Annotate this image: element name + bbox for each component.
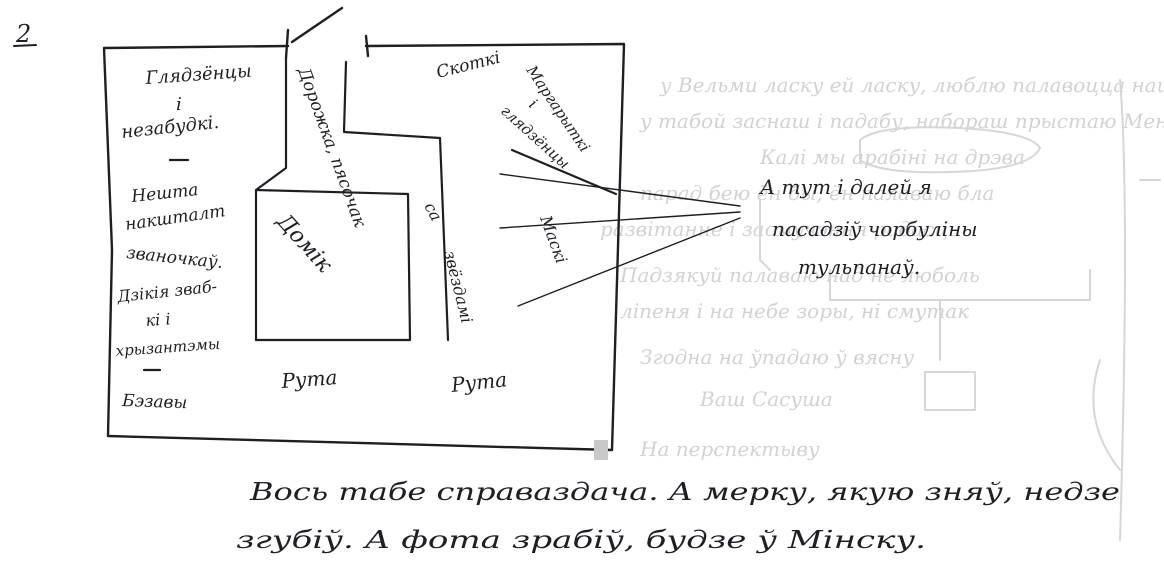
path-to-gate <box>290 6 344 44</box>
path-wall-right <box>342 60 450 342</box>
path-wall-left <box>254 56 288 342</box>
plan-top-left-line-1: Глядзёнцы <box>144 61 252 89</box>
plan-bottom-left-line-3: хрызантэмы <box>115 335 221 360</box>
bleed-through-sketch <box>759 79 1161 541</box>
svg-text:ліпеня і на небе зоры, ні смут: ліпеня і на небе зоры, ні смутак <box>620 299 969 323</box>
plan-top-left-line-3: незабудкі. <box>120 112 220 143</box>
svg-text:развітанне і засмучэння радасц: развітанне і засмучэння радасць <box>600 217 959 241</box>
ink-smudge <box>594 440 608 460</box>
label-top-left-bed: Глядзёнцы і незабудкі. <box>120 61 252 143</box>
page-number-text: 2 <box>15 20 31 48</box>
plan-path-label: Дорожка, пясочак <box>293 64 370 231</box>
plan-rue-2: Рута <box>449 367 508 397</box>
label-mid-left-bed: Нешта накшталт званочкаў. <box>124 180 227 273</box>
label-bottom-left-bed: Дзікія зваб- кі і хрызантэмы <box>115 277 221 360</box>
svg-text:Згодна на ўпадаю ў вясну: Згодна на ўпадаю ў вясну <box>640 345 914 369</box>
svg-text:у табой заснаш і падабу, набор: у табой заснаш і падабу, набораш прыстаю… <box>639 109 1164 133</box>
gate-post-left <box>284 28 290 60</box>
side-note: А тут і далей я пасадзіў чорбуліны тульп… <box>758 175 978 279</box>
house-outline <box>254 188 412 342</box>
plot-outline <box>102 42 626 452</box>
plan-right-border-label: Маскі <box>536 212 571 266</box>
svg-text:Калі мы арабіні на дрэва: Калі мы арабіні на дрэва <box>759 145 1025 169</box>
leader-line-1 <box>499 173 741 207</box>
letter-line-1: Вось табе справаздача. А мерку, якую зня… <box>249 478 1120 506</box>
svg-text:у Вельми ласку ей ласку, люблю: у Вельми ласку ей ласку, люблю палавоцца… <box>659 73 1164 97</box>
svg-text:На перспектыву: На перспектыву <box>639 437 820 461</box>
plan-bottom-left-line-2: кі і <box>145 309 171 330</box>
svg-text:Ваш Сасуша: Ваш Сасуша <box>699 387 833 411</box>
plan-corner-label: Бэзавы <box>121 391 188 413</box>
plan-bottom-left-line-1: Дзікія зваб- <box>115 277 217 306</box>
leader-line-2 <box>499 211 741 229</box>
plan-mid-left-line-3: званочкаў. <box>125 243 223 273</box>
leader-line-3 <box>517 217 741 307</box>
plan-mid-left-line-1: Нешта <box>129 180 199 207</box>
letter-line-2: згубіў. А фота зрабіў, будзе ў Мінску. <box>236 526 926 554</box>
plan-top-right-a: Скоткі <box>434 48 502 83</box>
bleed-through-writing: у Вельми ласку ей ласку, люблю палавоцца… <box>600 73 1164 461</box>
side-note-line-1: А тут і далей я <box>758 175 932 199</box>
plan-rue-1: Рута <box>280 365 338 393</box>
side-note-line-3: тульпанаў. <box>798 255 920 279</box>
letter-body: Вось табе справаздача. А мерку, якую зня… <box>236 478 1120 554</box>
gate-post-right <box>364 34 370 58</box>
label-top-right-b: Маргарыткі і глядзёнцы <box>497 61 593 172</box>
side-note-line-2: пасадзіў чорбуліны <box>772 217 978 241</box>
svg-text:Падзякуй палаваю над не люболь: Падзякуй палаваю над не люболь <box>619 263 980 287</box>
plan-top-right-b-line-2: і <box>525 95 540 112</box>
plan-house-label: Домік <box>271 209 337 279</box>
plan-top-left-line-2: і <box>176 94 182 115</box>
page-number: 2 <box>13 20 37 48</box>
